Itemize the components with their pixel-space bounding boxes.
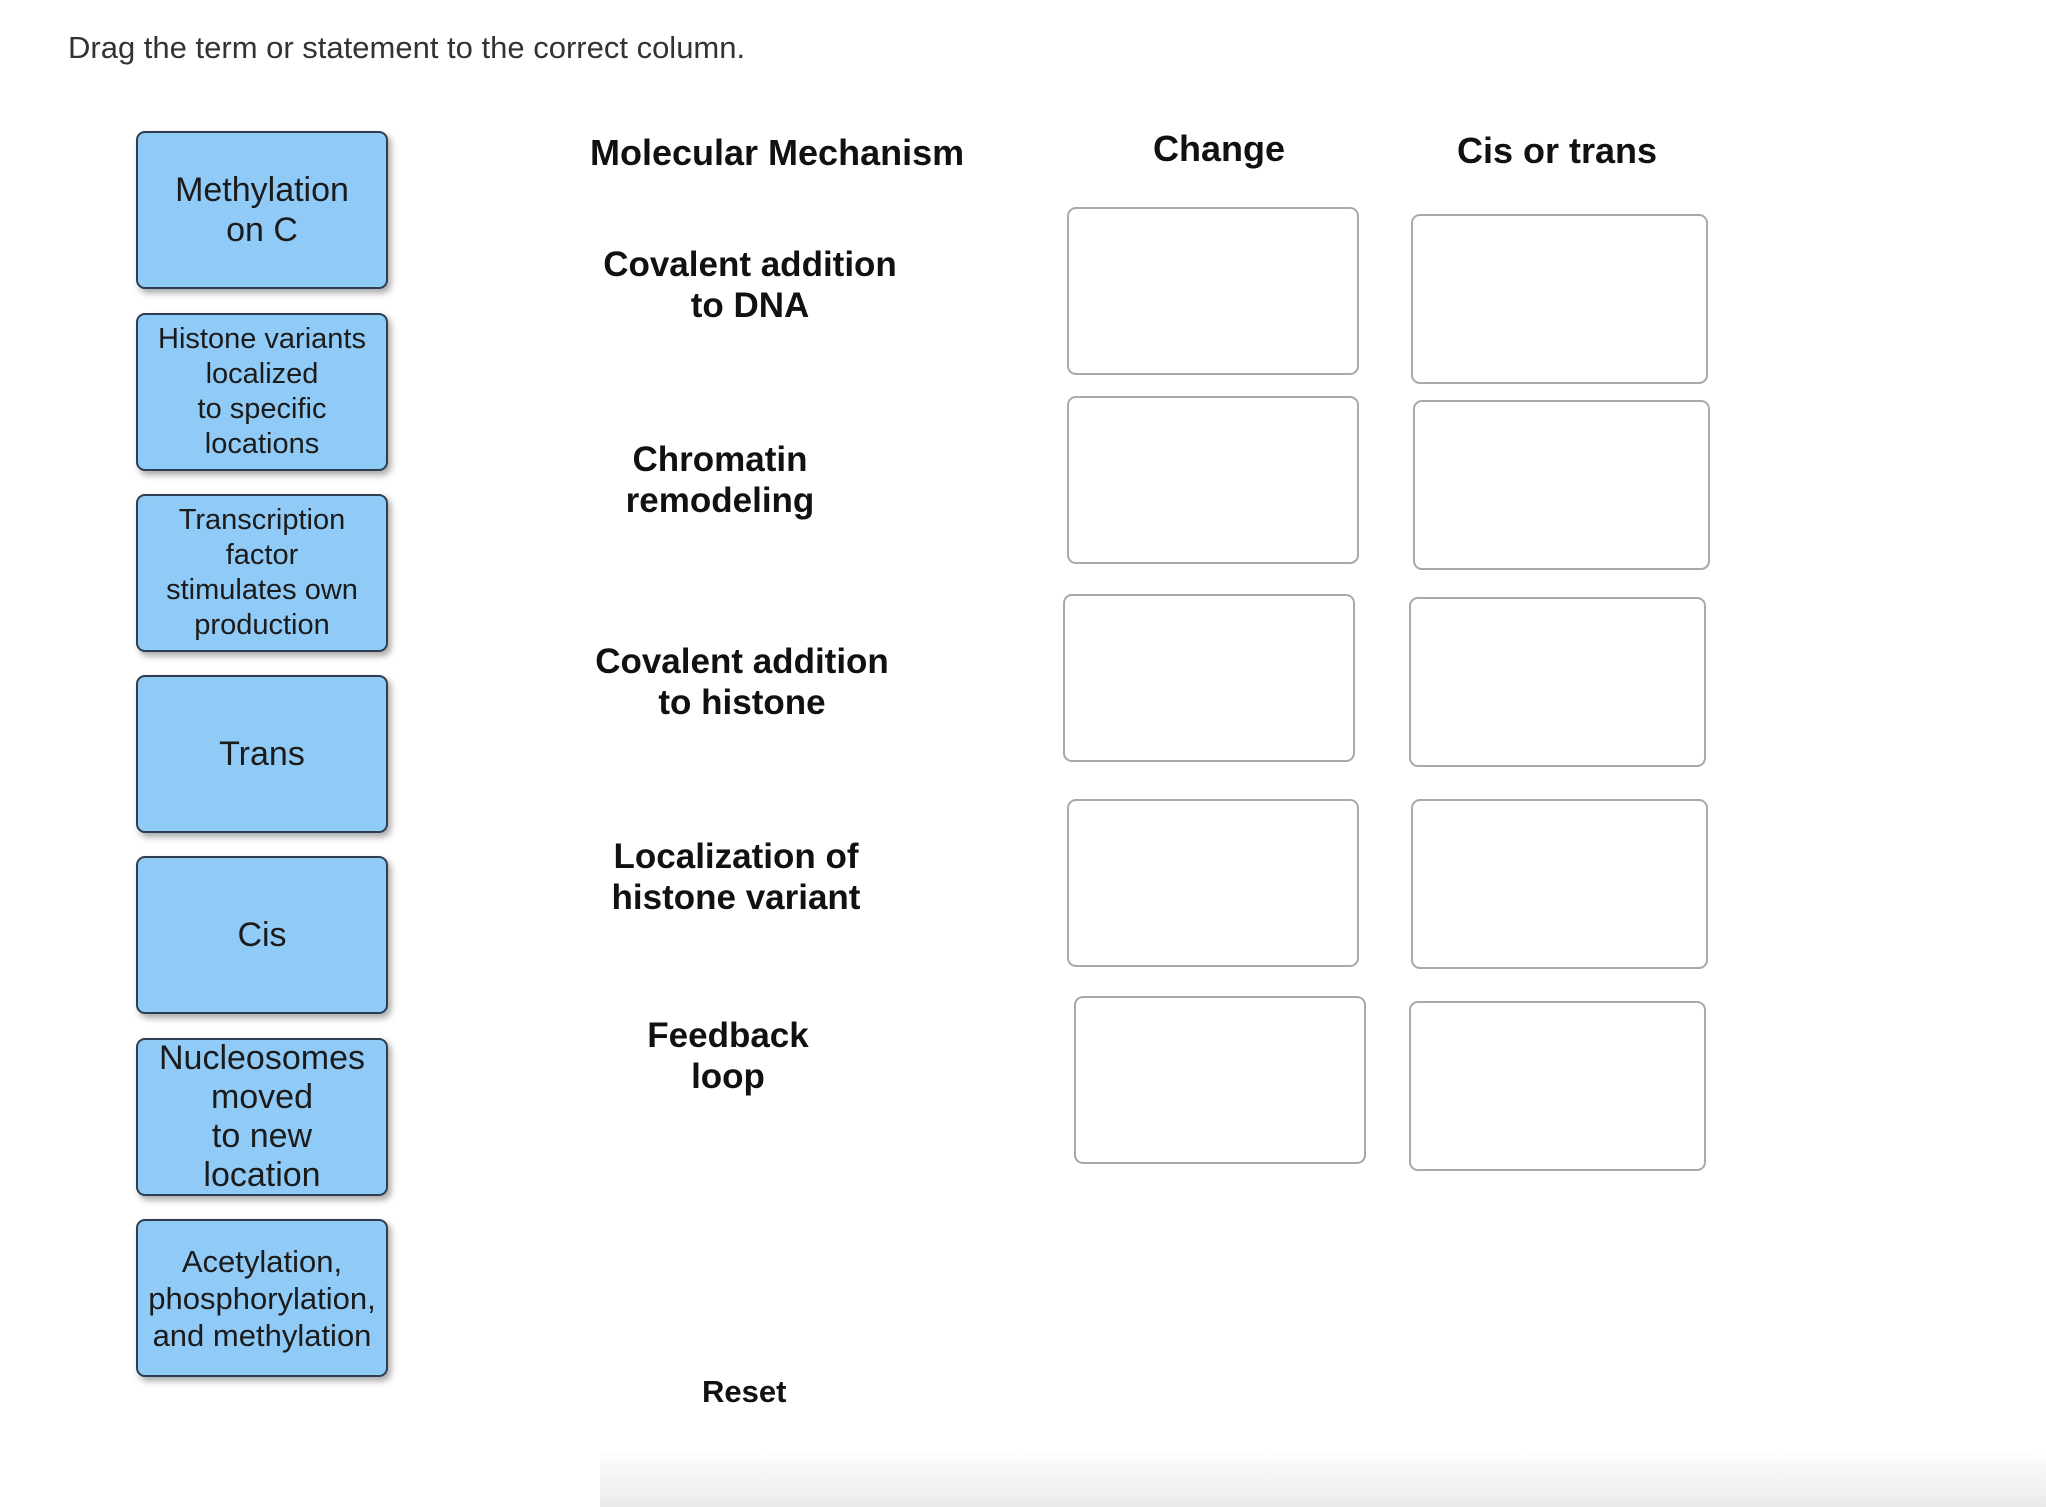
row-label-feedback-loop: Feedback loop xyxy=(647,1016,809,1096)
drop-target-cis-trans-row-4[interactable] xyxy=(1411,799,1708,969)
drop-target-cis-trans-row-2[interactable] xyxy=(1413,400,1710,570)
header-cis-or-trans: Cis or trans xyxy=(1457,130,1658,171)
drop-target-change-row-5[interactable] xyxy=(1074,996,1366,1164)
drop-target-change-row-2[interactable] xyxy=(1067,396,1359,564)
term-tile-methylation-on-c[interactable]: Methylation on C xyxy=(136,131,388,289)
term-label: Methylation on C xyxy=(175,171,349,249)
row-label-localization-histone-variant: Localization of histone variant xyxy=(611,837,861,917)
term-label: Acetylation, phosphorylation, and methyl… xyxy=(148,1243,376,1353)
row-label-covalent-addition-dna: Covalent addition to DNA xyxy=(603,245,897,325)
drop-target-cis-trans-row-3[interactable] xyxy=(1409,597,1706,767)
term-tile-trans[interactable]: Trans xyxy=(136,675,388,833)
header-molecular-mechanism: Molecular Mechanism xyxy=(590,132,965,173)
reset-button[interactable]: Reset xyxy=(702,1374,787,1409)
drop-target-cis-trans-row-1[interactable] xyxy=(1411,214,1708,384)
row-label-chromatin-remodeling: Chromatin remodeling xyxy=(625,440,815,520)
term-tile-transcription-factor[interactable]: Transcription factor stimulates own prod… xyxy=(136,494,388,652)
term-label: Cis xyxy=(237,916,287,954)
term-tile-histone-variants-localized[interactable]: Histone variants localized to specific l… xyxy=(136,313,388,471)
term-tile-cis[interactable]: Cis xyxy=(136,856,388,1014)
term-tile-acetylation-phosphorylation-methylation[interactable]: Acetylation, phosphorylation, and methyl… xyxy=(136,1219,388,1377)
term-tile-nucleosomes-moved[interactable]: Nucleosomes moved to new location xyxy=(136,1038,388,1196)
instruction-text: Drag the term or statement to the correc… xyxy=(68,30,746,65)
drop-target-change-row-4[interactable] xyxy=(1067,799,1359,967)
term-label: Nucleosomes moved to new location xyxy=(159,1039,365,1194)
drop-target-cis-trans-row-5[interactable] xyxy=(1409,1001,1706,1171)
term-label: Histone variants localized to specific l… xyxy=(158,323,366,460)
term-label: Trans xyxy=(219,735,305,773)
header-change: Change xyxy=(1153,128,1286,169)
drop-target-change-row-3[interactable] xyxy=(1063,594,1355,762)
row-label-covalent-addition-histone: Covalent addition to histone xyxy=(595,642,889,722)
bottom-shadow xyxy=(600,1447,2046,1507)
term-label: Transcription factor stimulates own prod… xyxy=(166,504,358,641)
drop-target-change-row-1[interactable] xyxy=(1067,207,1359,375)
